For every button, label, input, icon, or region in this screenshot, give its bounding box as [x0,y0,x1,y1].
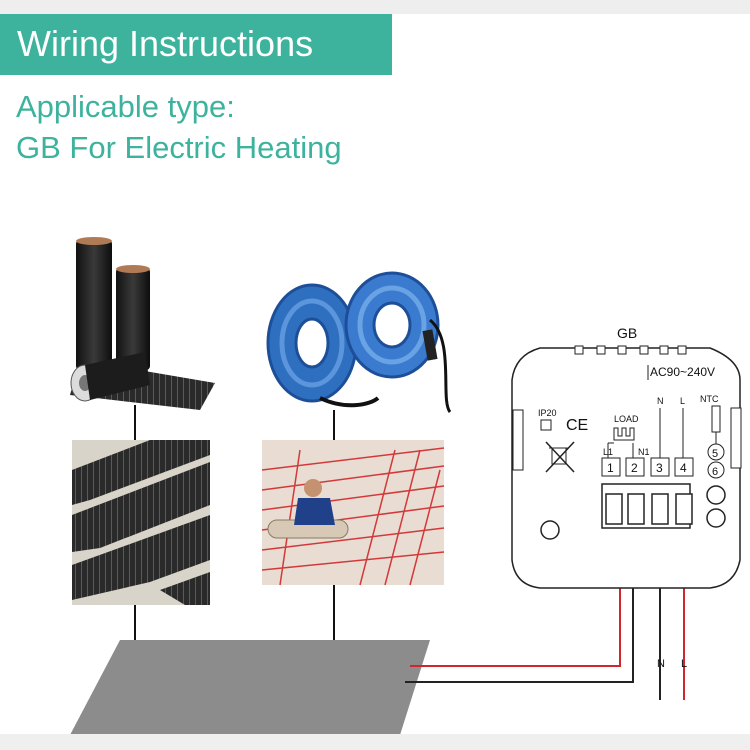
terminal-1: 1 [607,461,614,475]
applicable-type-label: Applicable type: [16,89,235,124]
heating-mat [70,640,430,735]
voltage-label: AC90~240V [650,365,715,379]
weee-bin-icon [545,441,575,473]
load-label: LOAD [614,414,639,424]
page-title: Wiring Instructions [17,23,314,64]
bottom-border [0,734,750,750]
n1-label: N1 [638,447,650,457]
thermostat-model-label: GB [617,325,637,341]
output-l-label: L [681,658,687,670]
terminal-4: 4 [680,461,687,475]
square-ip-icon [540,419,552,431]
l-label: L [680,396,685,406]
terminal-6: 6 [712,466,718,478]
heating-cable-coils-image [266,271,452,413]
output-n-label: N [657,658,665,670]
terminal-2: 2 [631,461,638,475]
heating-film-floor-image [72,440,210,605]
ip-rating-label: IP20 [538,408,557,418]
ntc-label: NTC [700,394,719,404]
n-label: N [657,396,664,406]
load-relay-icon [613,427,635,441]
ce-mark: CE [566,417,588,434]
title-banner: Wiring Instructions [0,14,392,75]
thermostat-back: GB AC90~240V IP20 CE LOAD L1 N1 N L [511,325,742,589]
applicable-type-value: GB For Electric Heating [16,130,342,165]
terminal-5: 5 [712,448,718,460]
terminal-3: 3 [656,461,663,475]
heating-film-rolls-image [70,237,215,410]
heating-cable-install-image [261,440,445,586]
top-border [0,0,750,14]
